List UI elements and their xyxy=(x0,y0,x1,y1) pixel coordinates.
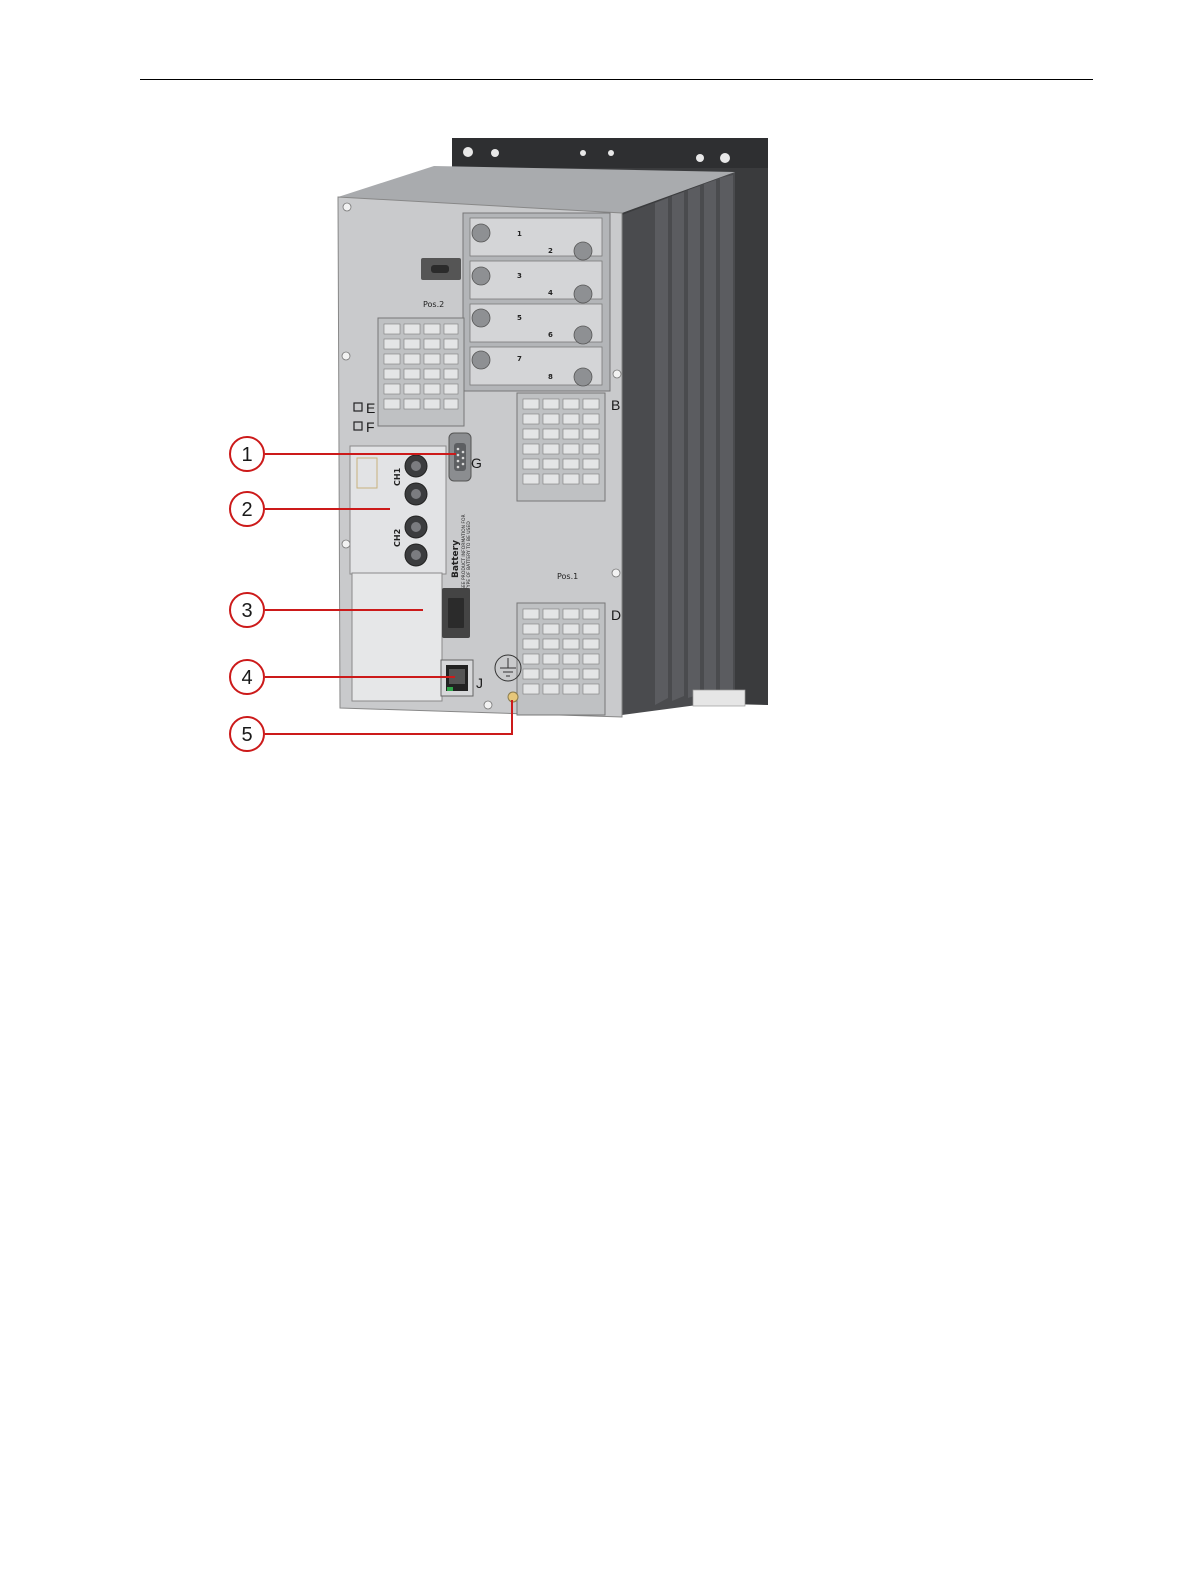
callout-3: 3 xyxy=(230,593,264,627)
terminal-letter-f: F xyxy=(366,419,375,435)
slot-number: 8 xyxy=(548,373,553,381)
slot-number: 2 xyxy=(548,247,553,255)
slot-number: 7 xyxy=(517,355,522,363)
callout-1: 1 xyxy=(230,437,264,471)
terminal-block-d xyxy=(517,603,605,715)
callout-5: 5 xyxy=(230,717,264,751)
callout-number: 3 xyxy=(241,600,252,622)
heatsink-fins xyxy=(622,172,745,715)
pos1-label: Pos.1 xyxy=(557,572,578,581)
ch1-label: CH1 xyxy=(393,467,402,486)
pos2-label: Pos.2 xyxy=(423,300,444,309)
slot-number: 5 xyxy=(517,314,522,322)
callout-number: 5 xyxy=(241,724,252,746)
indicator-slot xyxy=(431,265,449,273)
serial-port-g xyxy=(449,433,471,481)
slot-number: 6 xyxy=(548,331,553,339)
ct-terminal-block xyxy=(463,213,610,391)
terminal-letter-e: E xyxy=(366,400,375,416)
slot-number: 4 xyxy=(548,289,553,297)
terminal-block-b xyxy=(517,393,605,501)
terminal-letter-b: B xyxy=(611,397,620,413)
callout-number: 2 xyxy=(241,499,252,521)
callout-number: 4 xyxy=(241,667,252,689)
callout-4: 4 xyxy=(230,660,264,694)
terminal-letter-j: J xyxy=(476,675,483,691)
terminal-letter-d: D xyxy=(611,607,621,623)
slot-number: 3 xyxy=(517,272,522,280)
callouts: 1 2 3 4 5 xyxy=(230,437,264,751)
slot-number: 1 xyxy=(517,230,522,238)
ch2-label: CH2 xyxy=(393,529,402,547)
terminal-letter-g: G xyxy=(471,455,482,471)
terminal-block-pos2 xyxy=(378,318,464,426)
battery-note-line2: TYPE OF BATTERY TO BE USED xyxy=(466,521,472,591)
callout-2: 2 xyxy=(230,492,264,526)
callout-number: 1 xyxy=(241,444,252,466)
battery-title: Battery xyxy=(451,540,461,578)
